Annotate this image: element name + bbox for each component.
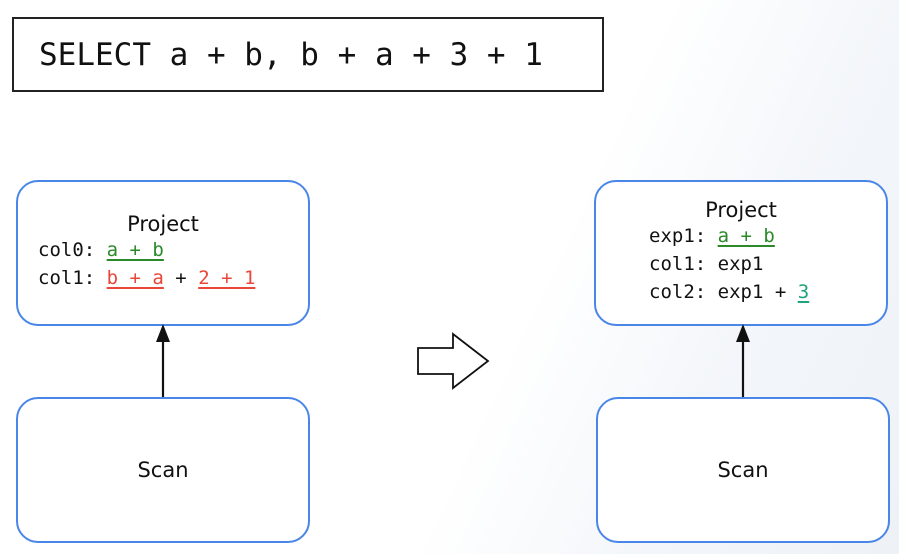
- expression-separator: :: [83, 267, 107, 289]
- expression-row: col1: exp1: [649, 250, 886, 278]
- highlighted-subexpression: 3: [797, 281, 810, 303]
- expression-row: col2: exp1 + 3: [649, 278, 886, 306]
- highlighted-subexpression: b + a: [106, 267, 164, 289]
- transform-right-arrow-icon: [417, 332, 490, 390]
- sql-query-text: SELECT a + b, b + a + 3 + 1: [39, 36, 543, 73]
- right-scan-title: Scan: [717, 458, 769, 482]
- left-scan-to-project-arrow: [156, 324, 170, 397]
- right-project-title: Project: [705, 198, 777, 222]
- expression-separator: :: [694, 225, 718, 247]
- expression-name: col1: [649, 253, 695, 275]
- highlighted-subexpression: a + b: [106, 239, 164, 261]
- expression-separator: :: [694, 253, 718, 275]
- sql-query-box: SELECT a + b, b + a + 3 + 1: [12, 17, 604, 92]
- left-scan-node: Scan: [16, 397, 310, 543]
- expression-row: col1: b + a + 2 + 1: [38, 264, 308, 292]
- highlighted-subexpression: 2 + 1: [198, 267, 256, 289]
- expression-separator: :: [694, 281, 718, 303]
- expression-name: exp1: [649, 225, 695, 247]
- expression-name: col1: [38, 267, 84, 289]
- expression-name: col2: [649, 281, 695, 303]
- expression-text: +: [163, 267, 199, 289]
- expression-separator: :: [83, 239, 107, 261]
- highlighted-subexpression: a + b: [717, 225, 775, 247]
- expression-row: col0: a + b: [38, 236, 308, 264]
- expression-row: exp1: a + b: [649, 222, 886, 250]
- left-scan-title: Scan: [137, 458, 189, 482]
- right-scan-node: Scan: [596, 397, 890, 543]
- expression-name: col0: [38, 239, 84, 261]
- expression-text: exp1 +: [717, 281, 798, 303]
- expression-text: exp1: [717, 253, 764, 275]
- left-project-title: Project: [127, 212, 199, 236]
- right-scan-to-project-arrow: [736, 324, 750, 397]
